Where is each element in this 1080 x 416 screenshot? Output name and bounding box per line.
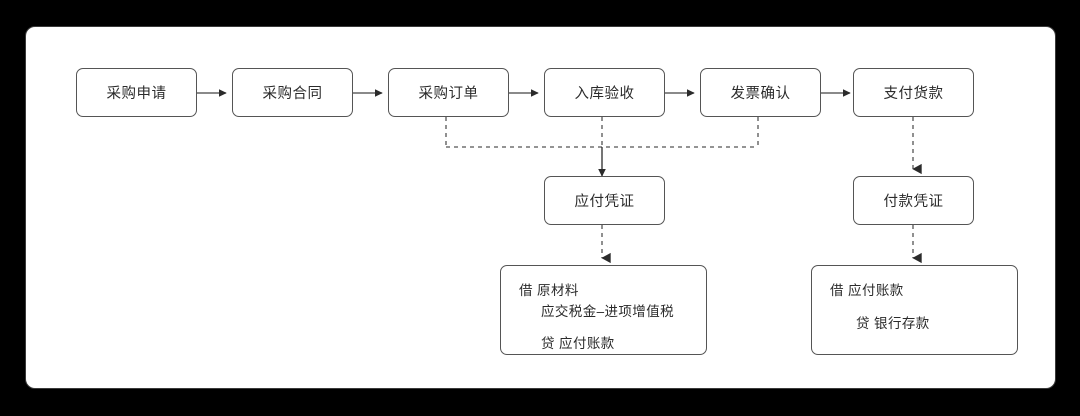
entry-line: 贷 应付账款 — [541, 336, 615, 351]
entry-box-payable[interactable]: 借 原材料 应交税金–进项增值税 贷 应付账款 — [500, 265, 707, 355]
entry-box-payment[interactable]: 借 应付账款 贷 银行存款 — [811, 265, 1018, 355]
node-purchase-request[interactable]: 采购申请 — [76, 68, 197, 117]
node-payable-voucher[interactable]: 应付凭证 — [544, 176, 665, 225]
entry-line: 借 应付账款 — [830, 283, 904, 298]
node-invoice-confirm[interactable]: 发票确认 — [700, 68, 821, 117]
entry-line: 贷 银行存款 — [856, 316, 930, 331]
entry-line-spacer — [830, 301, 1017, 313]
node-payment[interactable]: 支付货款 — [853, 68, 974, 117]
entry-line: 借 原材料 — [519, 283, 579, 298]
entry-line: 应交税金–进项增值税 — [541, 304, 675, 319]
entry-line-spacer — [519, 322, 706, 333]
node-purchase-order[interactable]: 采购订单 — [388, 68, 509, 117]
node-payment-voucher[interactable]: 付款凭证 — [853, 176, 974, 225]
node-goods-receipt[interactable]: 入库验收 — [544, 68, 665, 117]
node-purchase-contract[interactable]: 采购合同 — [232, 68, 353, 117]
